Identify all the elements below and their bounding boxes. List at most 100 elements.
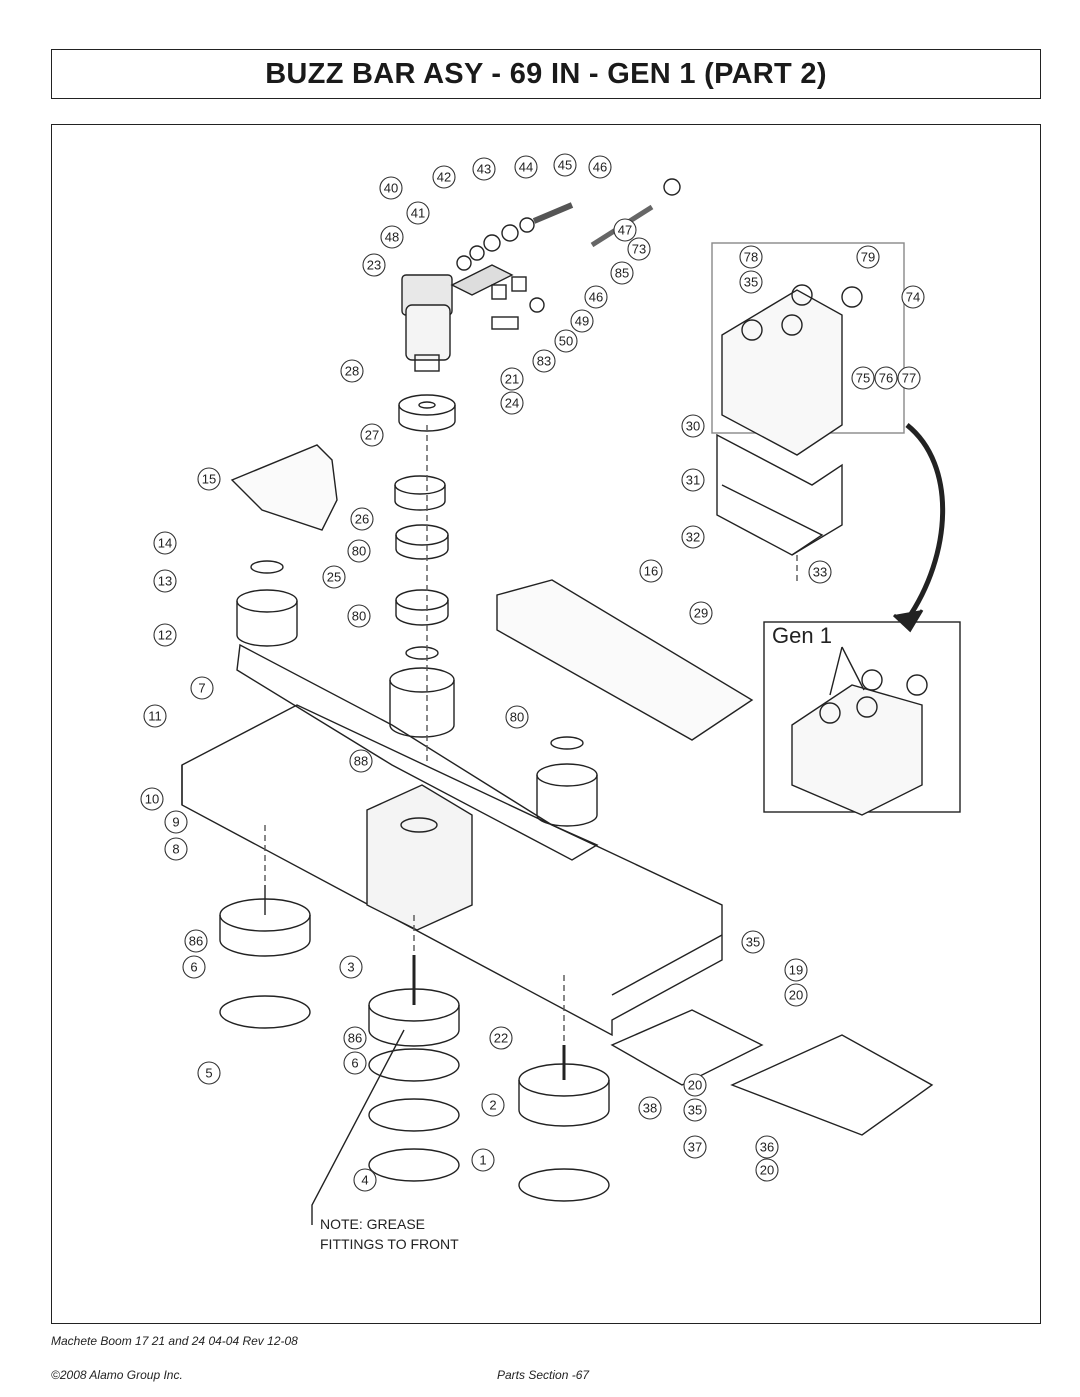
callout-number: 30	[686, 419, 700, 434]
right-cover-plate	[496, 579, 754, 741]
callout-number: 83	[537, 354, 551, 369]
callout-number: 26	[355, 512, 369, 527]
callout-45: 45	[553, 153, 577, 177]
callout-number: 27	[365, 428, 379, 443]
callout-number: 20	[789, 988, 803, 1003]
callout-number: 19	[789, 963, 803, 978]
page-title: BUZZ BAR ASY - 69 IN - GEN 1 (PART 2)	[265, 57, 827, 90]
drive-belt	[236, 643, 599, 861]
callout-number: 7	[198, 681, 205, 696]
callout-8: 8	[164, 837, 188, 861]
callout-49: 49	[570, 309, 594, 333]
callout-3: 3	[339, 955, 363, 979]
right-blade-holder	[518, 1045, 610, 1202]
callout-7: 7	[190, 676, 214, 700]
callout-number: 32	[686, 530, 700, 545]
callout-number: 45	[558, 158, 572, 173]
callout-80: 80	[347, 539, 371, 563]
callout-23: 23	[362, 253, 386, 277]
callout-20: 20	[755, 1158, 779, 1182]
callout-10: 10	[140, 787, 164, 811]
callout-27: 27	[360, 423, 384, 447]
callout-28: 28	[340, 359, 364, 383]
callout-number: 10	[145, 792, 159, 807]
callout-78: 78	[739, 245, 763, 269]
callout-number: 33	[813, 565, 827, 580]
callout-number: 79	[861, 250, 875, 265]
callout-number: 86	[348, 1031, 362, 1046]
callout-14: 14	[153, 531, 177, 555]
callout-26: 26	[350, 507, 374, 531]
callout-74: 74	[901, 285, 925, 309]
callout-number: 86	[189, 934, 203, 949]
callout-35: 35	[741, 930, 765, 954]
callout-number: 35	[688, 1103, 702, 1118]
callout-35: 35	[683, 1098, 707, 1122]
note-leader	[311, 1029, 405, 1225]
center-blade-holder	[368, 955, 460, 1182]
callout-number: 38	[643, 1101, 657, 1116]
centerlines	[264, 425, 798, 1045]
callout-number: 20	[688, 1078, 702, 1093]
callout-number: 43	[477, 162, 491, 177]
clamp-ring	[394, 475, 446, 511]
callout-20: 20	[683, 1073, 707, 1097]
callout-32: 32	[681, 525, 705, 549]
callout-number: 22	[494, 1031, 508, 1046]
upper-pulley-center	[389, 646, 455, 738]
note-line-2: FITTINGS TO FRONT	[320, 1236, 459, 1252]
callout-38: 38	[638, 1096, 662, 1120]
title-box: BUZZ BAR ASY - 69 IN - GEN 1 (PART 2)	[51, 49, 1041, 99]
callout-number: 40	[384, 181, 398, 196]
callout-79: 79	[856, 245, 880, 269]
lower-skid-plates	[610, 1009, 934, 1136]
gen1-label: Gen 1	[772, 623, 832, 648]
callout-40: 40	[379, 176, 403, 200]
callout-2: 2	[481, 1093, 505, 1117]
callout-number: 1	[479, 1153, 486, 1168]
callout-5: 5	[197, 1061, 221, 1085]
callout-number: 77	[902, 371, 916, 386]
callout-36: 36	[755, 1135, 779, 1159]
callout-number: 78	[744, 250, 758, 265]
callout-number: 35	[744, 275, 758, 290]
callout-number: 85	[615, 266, 629, 281]
callout-43: 43	[472, 157, 496, 181]
callout-number: 46	[593, 160, 607, 175]
callout-number: 2	[489, 1098, 496, 1113]
callout-31: 31	[681, 468, 705, 492]
callout-number: 3	[347, 960, 354, 975]
left-blade-holder	[219, 885, 311, 1029]
callout-35: 35	[739, 270, 763, 294]
callout-48: 48	[380, 225, 404, 249]
callout-24: 24	[500, 391, 524, 415]
doc-reference: Machete Boom 17 21 and 24 04-04 Rev 12-0…	[51, 1334, 298, 1348]
parts-diagram: 4041424344454647482373854649508328212427…	[140, 153, 961, 1252]
callout-50: 50	[554, 329, 578, 353]
callout-number: 75	[856, 371, 870, 386]
callout-number: 25	[327, 570, 341, 585]
gen1-inset	[763, 621, 961, 816]
hydraulic-motor	[401, 264, 514, 372]
callout-77: 77	[897, 366, 921, 390]
callout-number: 6	[190, 960, 197, 975]
callout-number: 12	[158, 628, 172, 643]
callout-number: 37	[688, 1140, 702, 1155]
callout-83: 83	[532, 349, 556, 373]
callout-number: 80	[352, 544, 366, 559]
callout-47: 47	[613, 218, 637, 242]
callout-22: 22	[489, 1026, 513, 1050]
left-cover-plate	[230, 444, 338, 531]
callout-42: 42	[432, 165, 456, 189]
callout-37: 37	[683, 1135, 707, 1159]
callout-number: 76	[879, 371, 893, 386]
callout-number: 50	[559, 334, 573, 349]
callout-number: 80	[510, 710, 524, 725]
callout-25: 25	[322, 565, 346, 589]
callout-number: 44	[519, 160, 533, 175]
callout-number: 49	[575, 314, 589, 329]
callout-20: 20	[784, 983, 808, 1007]
callout-44: 44	[514, 155, 538, 179]
callout-80: 80	[347, 604, 371, 628]
